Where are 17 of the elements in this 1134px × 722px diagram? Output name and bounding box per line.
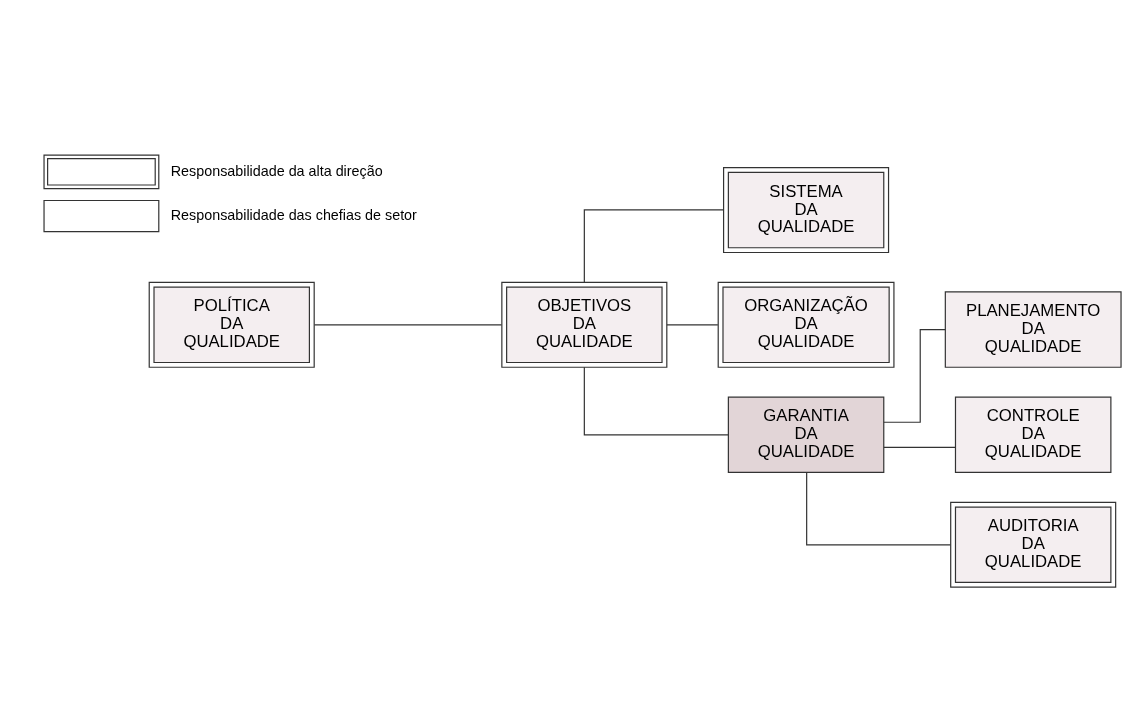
connector (883, 329, 946, 423)
node-box: CONTROLE DA QUALIDADE (954, 396, 1112, 474)
node-box: SISTEMA DA QUALIDADE (723, 167, 890, 254)
connector (666, 324, 719, 326)
legend-label: Responsabilidade da alta direção (170, 162, 383, 179)
legend-label: Responsabilidade das chefias de setor (170, 206, 417, 223)
connector (313, 324, 503, 326)
connector (583, 209, 725, 283)
connector (806, 472, 952, 546)
node-box: AUDITORIA DA QUALIDADE (950, 501, 1117, 588)
connector (583, 366, 729, 436)
node-box: GARANTIA DA QUALIDADE (727, 396, 885, 474)
node-box: OBJETIVOS DA QUALIDADE (501, 281, 668, 368)
connector (883, 446, 957, 448)
node-box: POLÍTICA DA QUALIDADE (148, 281, 315, 368)
node-box: PLANEJAMENTO DA QUALIDADE (944, 291, 1122, 368)
node-box: ORGANIZAÇÃO DA QUALIDADE (717, 281, 895, 368)
